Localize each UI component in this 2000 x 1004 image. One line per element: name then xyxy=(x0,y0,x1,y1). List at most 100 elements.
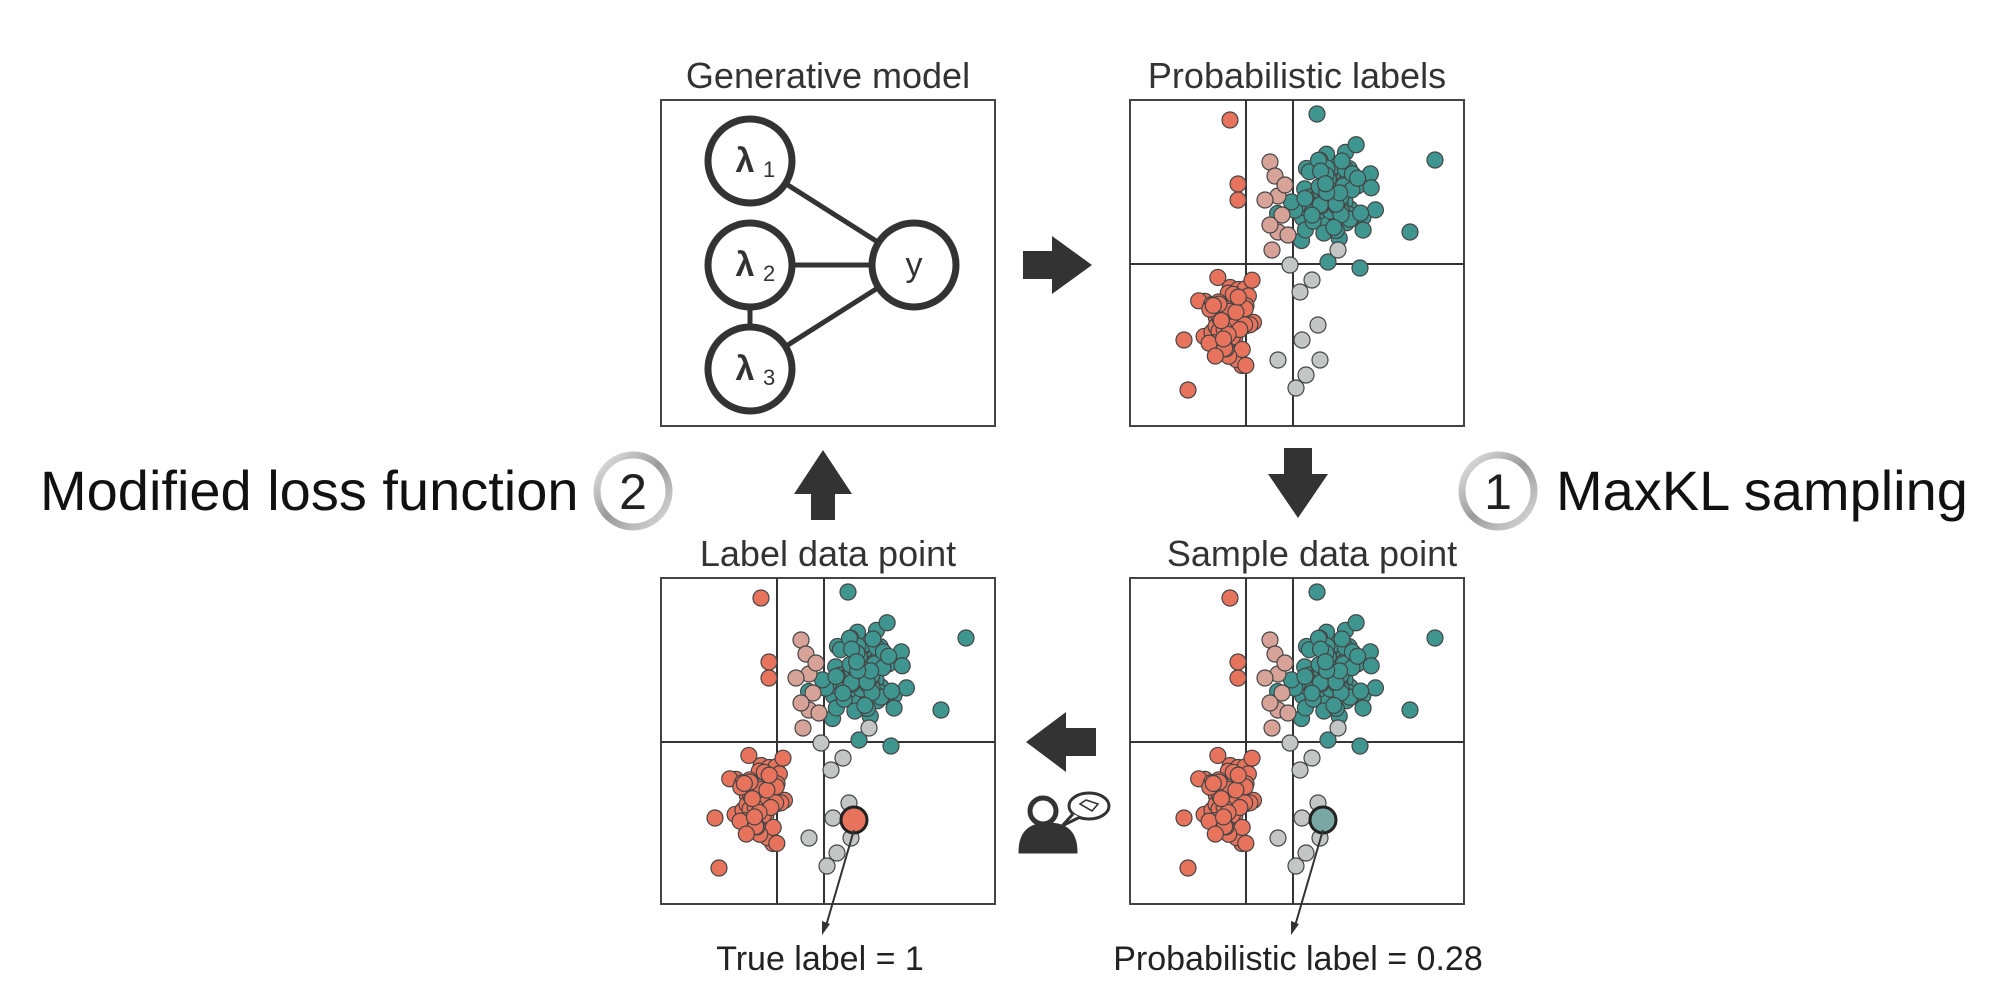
scatter-point-uncertain xyxy=(1311,351,1329,369)
scatter-point-negative xyxy=(1296,667,1314,686)
scatter-point-uncertain xyxy=(1293,809,1311,827)
node-lambda2-symbol: λ xyxy=(736,246,755,284)
scatter-point-uncertain xyxy=(822,761,840,779)
scatter-point-uncertain xyxy=(818,857,836,875)
scatter-point-negative xyxy=(856,696,874,715)
scatter-point-positive xyxy=(1229,766,1247,784)
scatter-point-negative xyxy=(864,630,882,648)
human-annotator-icon xyxy=(1018,791,1111,854)
scatter-point-negative xyxy=(1352,682,1370,700)
scatter-point-negative xyxy=(1401,701,1419,719)
step-2-text: Modified loss function xyxy=(40,459,579,522)
scatter-point-uncertain xyxy=(860,719,878,737)
step-1-text: MaxKL sampling xyxy=(1556,459,1968,522)
scatter-point-positive xyxy=(740,746,758,765)
scatter-point-positive xyxy=(1209,268,1227,287)
scatter-point-positive xyxy=(1227,781,1245,799)
scatter-point-positive xyxy=(752,589,770,607)
scatter-point-positive-light xyxy=(787,669,805,687)
scatter-point-positive xyxy=(1204,296,1222,315)
scatter-point-uncertain xyxy=(1303,271,1321,289)
generative-model-title: Generative model xyxy=(686,55,970,96)
scatter-point-negative xyxy=(1351,737,1369,755)
node-lambda2: λ 2 xyxy=(704,219,796,311)
scatter-point-positive-light xyxy=(804,684,822,702)
scatter-point-negative xyxy=(878,614,896,632)
scatter-point-uncertain xyxy=(1281,734,1299,752)
scatter-point-positive xyxy=(745,808,764,826)
node-y: y xyxy=(868,219,960,311)
scatter-point-negative xyxy=(1308,105,1326,123)
selected-data-point xyxy=(839,805,869,835)
scatter-point-positive-light xyxy=(1261,216,1279,234)
scatter-point-positive xyxy=(1179,859,1197,877)
scatter-point-positive-light xyxy=(1273,684,1291,702)
scatter-point-positive-light xyxy=(1263,719,1281,737)
scatter-point-positive-light xyxy=(1279,704,1297,722)
label-pointer-arrowhead xyxy=(822,921,830,935)
scatter-point-positive xyxy=(1209,746,1227,765)
scatter-point-negative xyxy=(1325,696,1343,715)
sample-data-point-scatter xyxy=(1130,578,1464,904)
right-arrow-icon xyxy=(1023,236,1092,294)
scatter-point-uncertain xyxy=(1281,256,1299,274)
scatter-point-positive xyxy=(1206,347,1224,365)
scatter-point-uncertain xyxy=(1309,316,1327,334)
scatter-point-positive-light xyxy=(807,654,825,672)
scatter-point-negative xyxy=(1354,221,1372,239)
step-1-label: 1 MaxKL sampling xyxy=(1458,451,1968,531)
selected-data-point xyxy=(1308,805,1338,835)
scatter-point-uncertain xyxy=(824,809,842,827)
scatter-point-negative xyxy=(850,731,868,749)
scatter-point-uncertain xyxy=(1329,719,1347,737)
scatter-point-positive xyxy=(1229,653,1247,671)
scatter-point-positive xyxy=(758,781,776,799)
node-lambda1: λ 1 xyxy=(704,115,796,207)
up-arrow-icon xyxy=(794,450,852,520)
scatter-point-negative xyxy=(957,629,975,647)
scatter-point-uncertain xyxy=(834,749,852,767)
scatter-point-uncertain xyxy=(1297,844,1315,862)
scatter-point-positive-light xyxy=(792,694,810,712)
label-data-point-scatter xyxy=(661,578,995,904)
scatter-point-negative xyxy=(847,653,866,671)
scatter-point-negative xyxy=(1308,583,1326,601)
scatter-point-negative xyxy=(1362,179,1380,197)
scatter-point-uncertain xyxy=(828,844,846,862)
step-2-label: Modified loss function 2 xyxy=(40,451,673,531)
scatter-point-negative xyxy=(880,647,898,665)
scatter-point-positive xyxy=(1206,825,1224,843)
scatter-point-uncertain xyxy=(1297,366,1315,384)
scatter-point-negative xyxy=(885,699,903,717)
scatter-point-negative xyxy=(1347,136,1365,154)
sample-pointer-line xyxy=(1294,829,1324,927)
scatter-point-positive xyxy=(768,834,786,852)
node-lambda1-symbol: λ xyxy=(736,142,755,180)
scatter-point-positive xyxy=(737,825,755,843)
scatter-point-negative xyxy=(1333,152,1351,170)
scatter-point-negative xyxy=(1316,653,1335,671)
scatter-point-negative xyxy=(827,667,845,686)
scatter-point-uncertain xyxy=(1303,749,1321,767)
scatter-point-positive xyxy=(1204,774,1222,793)
scatter-point-positive-light xyxy=(794,719,812,737)
scatter-point-negative xyxy=(1296,189,1314,208)
scatter-point-positive xyxy=(1212,312,1230,330)
scatter-point-uncertain xyxy=(812,734,830,752)
scatter-point-negative xyxy=(932,701,950,719)
node-y-symbol: y xyxy=(906,246,923,284)
scatter-point-negative xyxy=(1401,223,1419,241)
down-arrow-icon xyxy=(1268,448,1328,518)
scatter-point-positive xyxy=(1214,808,1233,826)
scatter-point-negative xyxy=(1349,647,1367,665)
scatter-point-uncertain xyxy=(800,829,818,847)
label-pointer-line xyxy=(825,829,855,927)
generative-model-frame xyxy=(660,99,996,427)
probabilistic-labels-scatter xyxy=(1130,100,1464,426)
scatter-point-positive-light xyxy=(1273,206,1291,224)
scatter-point-positive xyxy=(760,653,778,671)
step-1-number: 1 xyxy=(1484,464,1512,520)
scatter-point-negative xyxy=(1325,218,1343,237)
scatter-point-positive xyxy=(1175,809,1193,827)
node-lambda3: λ 3 xyxy=(704,323,796,415)
